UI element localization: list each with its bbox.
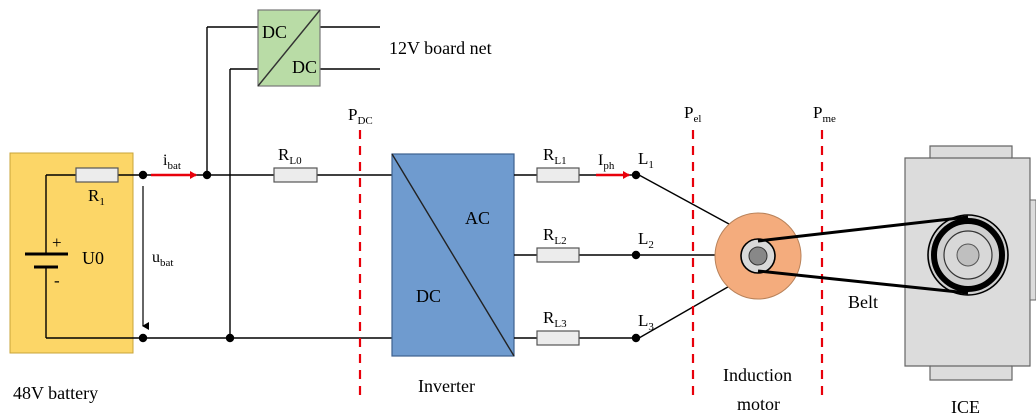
resistor-rl3-label: RL3 — [543, 308, 567, 330]
node-l2 — [631, 250, 641, 260]
dcdc-diagonal — [257, 9, 321, 87]
motor-label-line2: motor — [737, 394, 780, 414]
ice-label: ICE — [951, 397, 980, 416]
inverter-ac-label: AC — [465, 208, 490, 228]
belt-bottom — [757, 269, 969, 295]
resistor-r1-label: R1 — [88, 186, 105, 208]
node-battery-minus — [138, 333, 148, 343]
node-battery-plus — [138, 170, 148, 180]
power-me-label: Pme — [813, 103, 836, 125]
resistor-rl0 — [273, 167, 318, 183]
power-el-label: Pel — [684, 103, 701, 125]
battery-current-label: ibat — [163, 152, 181, 172]
ice-pulley-ring — [931, 218, 1005, 292]
node-dcdc-minus — [225, 333, 235, 343]
battery-plus-sign: + — [52, 233, 62, 252]
battery-internal-wiring — [25, 174, 143, 339]
inverter-label: Inverter — [418, 376, 475, 396]
inverter-dc-label: DC — [416, 286, 441, 306]
ice-pulley-hub — [956, 243, 980, 267]
resistor-rl3 — [536, 330, 580, 346]
motor-shaft — [748, 246, 768, 266]
phase-l2-label: L2 — [638, 229, 654, 251]
dcdc-top-label: DC — [262, 22, 287, 42]
motor-label-line1: Induction — [723, 365, 792, 385]
board-net-label: 12V board net — [389, 38, 492, 58]
phase-current-label: Iph — [598, 152, 615, 172]
inverter-diagonal — [391, 153, 515, 357]
resistor-rl2-label: RL2 — [543, 225, 567, 247]
node-l3 — [631, 333, 641, 343]
phase-l1-label: L1 — [638, 149, 654, 171]
resistor-rl1 — [536, 167, 580, 183]
battery-minus-sign: - — [54, 271, 60, 290]
node-l1 — [631, 170, 641, 180]
dcdc-bottom-label: DC — [292, 57, 317, 77]
belt-top — [757, 215, 969, 243]
node-dcdc-plus — [202, 170, 212, 180]
power-dc-label: PDC — [348, 105, 373, 127]
battery-source-label: U0 — [82, 248, 104, 268]
resistor-rl1-label: RL1 — [543, 145, 567, 167]
phase-l3-label: L3 — [638, 311, 654, 333]
resistor-rl2 — [536, 247, 580, 263]
battery-label: 48V battery — [13, 383, 98, 403]
ac-phase-wires — [514, 174, 741, 339]
resistor-rl0-label: RL0 — [278, 145, 302, 167]
resistor-r1 — [75, 167, 119, 183]
belt-label: Belt — [848, 292, 878, 312]
voltage-label: ubat — [152, 249, 173, 269]
